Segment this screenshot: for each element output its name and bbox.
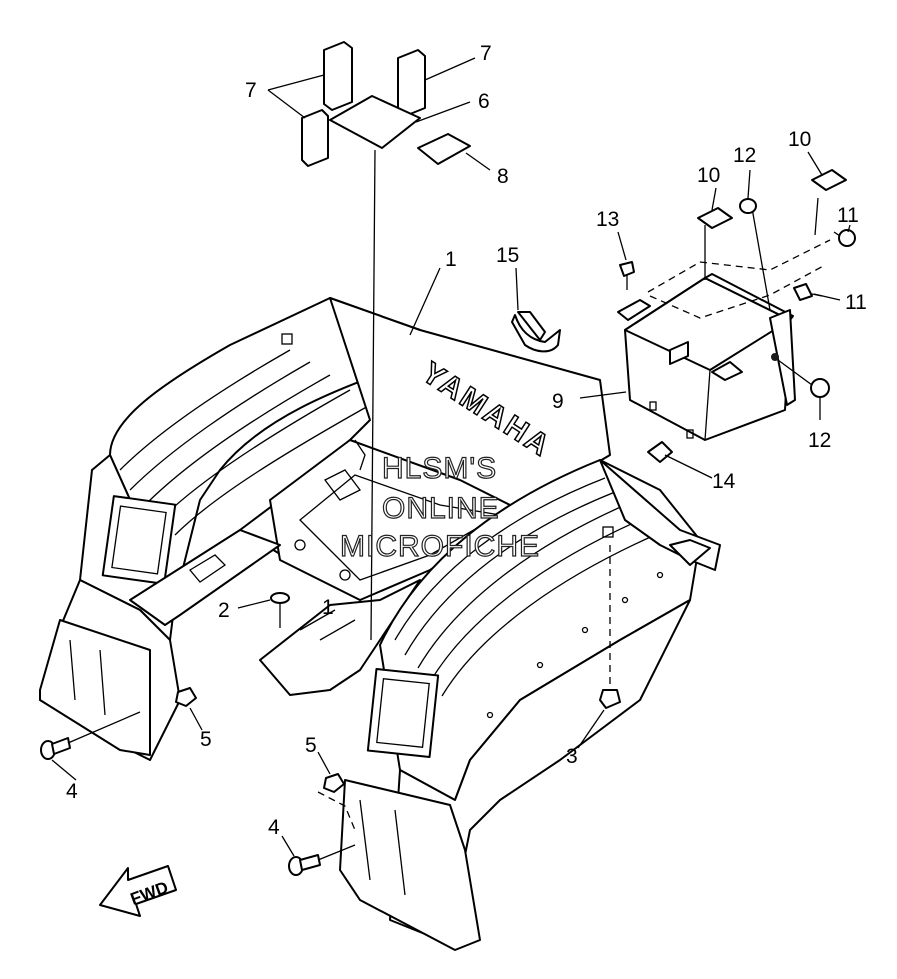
callout-9: 9 xyxy=(552,390,564,413)
callout-14: 14 xyxy=(712,470,736,493)
callout-4-right: 4 xyxy=(268,816,280,839)
callout-2: 2 xyxy=(218,599,230,622)
callout-12-top: 12 xyxy=(733,144,756,167)
bolt-3 xyxy=(599,545,621,709)
clamp-15 xyxy=(511,311,561,353)
fwd-arrow-icon: FWD xyxy=(99,865,177,917)
clip-10-b xyxy=(811,169,847,191)
callout-13: 13 xyxy=(596,208,619,231)
callout-numbers: 1 1 2 3 4 4 5 5 6 7 7 8 9 10 10 11 11 12… xyxy=(66,42,867,839)
bolt-11-lower xyxy=(793,283,823,301)
callout-11-lower: 11 xyxy=(845,291,867,314)
bolt-13 xyxy=(619,261,635,290)
screw-2 xyxy=(270,592,290,628)
watermark: HLSM'S ONLINE MICROFICHE xyxy=(339,451,540,563)
callout-10-right: 10 xyxy=(788,128,811,151)
grommet-12-top xyxy=(739,198,757,214)
callout-7-right: 7 xyxy=(480,42,492,65)
callout-8: 8 xyxy=(497,165,509,188)
callout-1-secondary: 1 xyxy=(322,596,334,619)
callout-4-left: 4 xyxy=(66,780,78,803)
watermark-line-2: ONLINE xyxy=(382,492,500,525)
callout-5-right: 5 xyxy=(305,734,317,757)
screw-4-right xyxy=(288,844,356,876)
callout-12-lower: 12 xyxy=(808,429,831,452)
clip-14 xyxy=(647,441,673,463)
callout-7-left: 7 xyxy=(245,79,257,102)
callout-10-left: 10 xyxy=(697,164,720,187)
pad-plate-6 xyxy=(329,95,421,149)
nut-5-right xyxy=(317,773,356,831)
watermark-line-1: HLSM'S xyxy=(382,452,497,485)
clip-10-a xyxy=(697,207,733,229)
watermark-line-3: MICROFICHE xyxy=(340,530,540,563)
nut-5-left xyxy=(175,687,197,707)
screw-4-left xyxy=(40,711,141,760)
rear-fender: YAMAHA xyxy=(39,297,721,951)
pad-8 xyxy=(417,133,471,165)
grommet-12-lower xyxy=(810,378,830,398)
callout-6: 6 xyxy=(478,90,490,113)
callout-1: 1 xyxy=(445,248,457,271)
callout-15: 15 xyxy=(496,244,519,267)
callout-11-top: 11 xyxy=(837,204,859,227)
bolt-11-top xyxy=(833,229,856,247)
leader-lines xyxy=(51,57,851,857)
callout-5-left: 5 xyxy=(200,728,212,751)
callout-3: 3 xyxy=(566,745,578,768)
tool-box-9 xyxy=(617,273,796,441)
